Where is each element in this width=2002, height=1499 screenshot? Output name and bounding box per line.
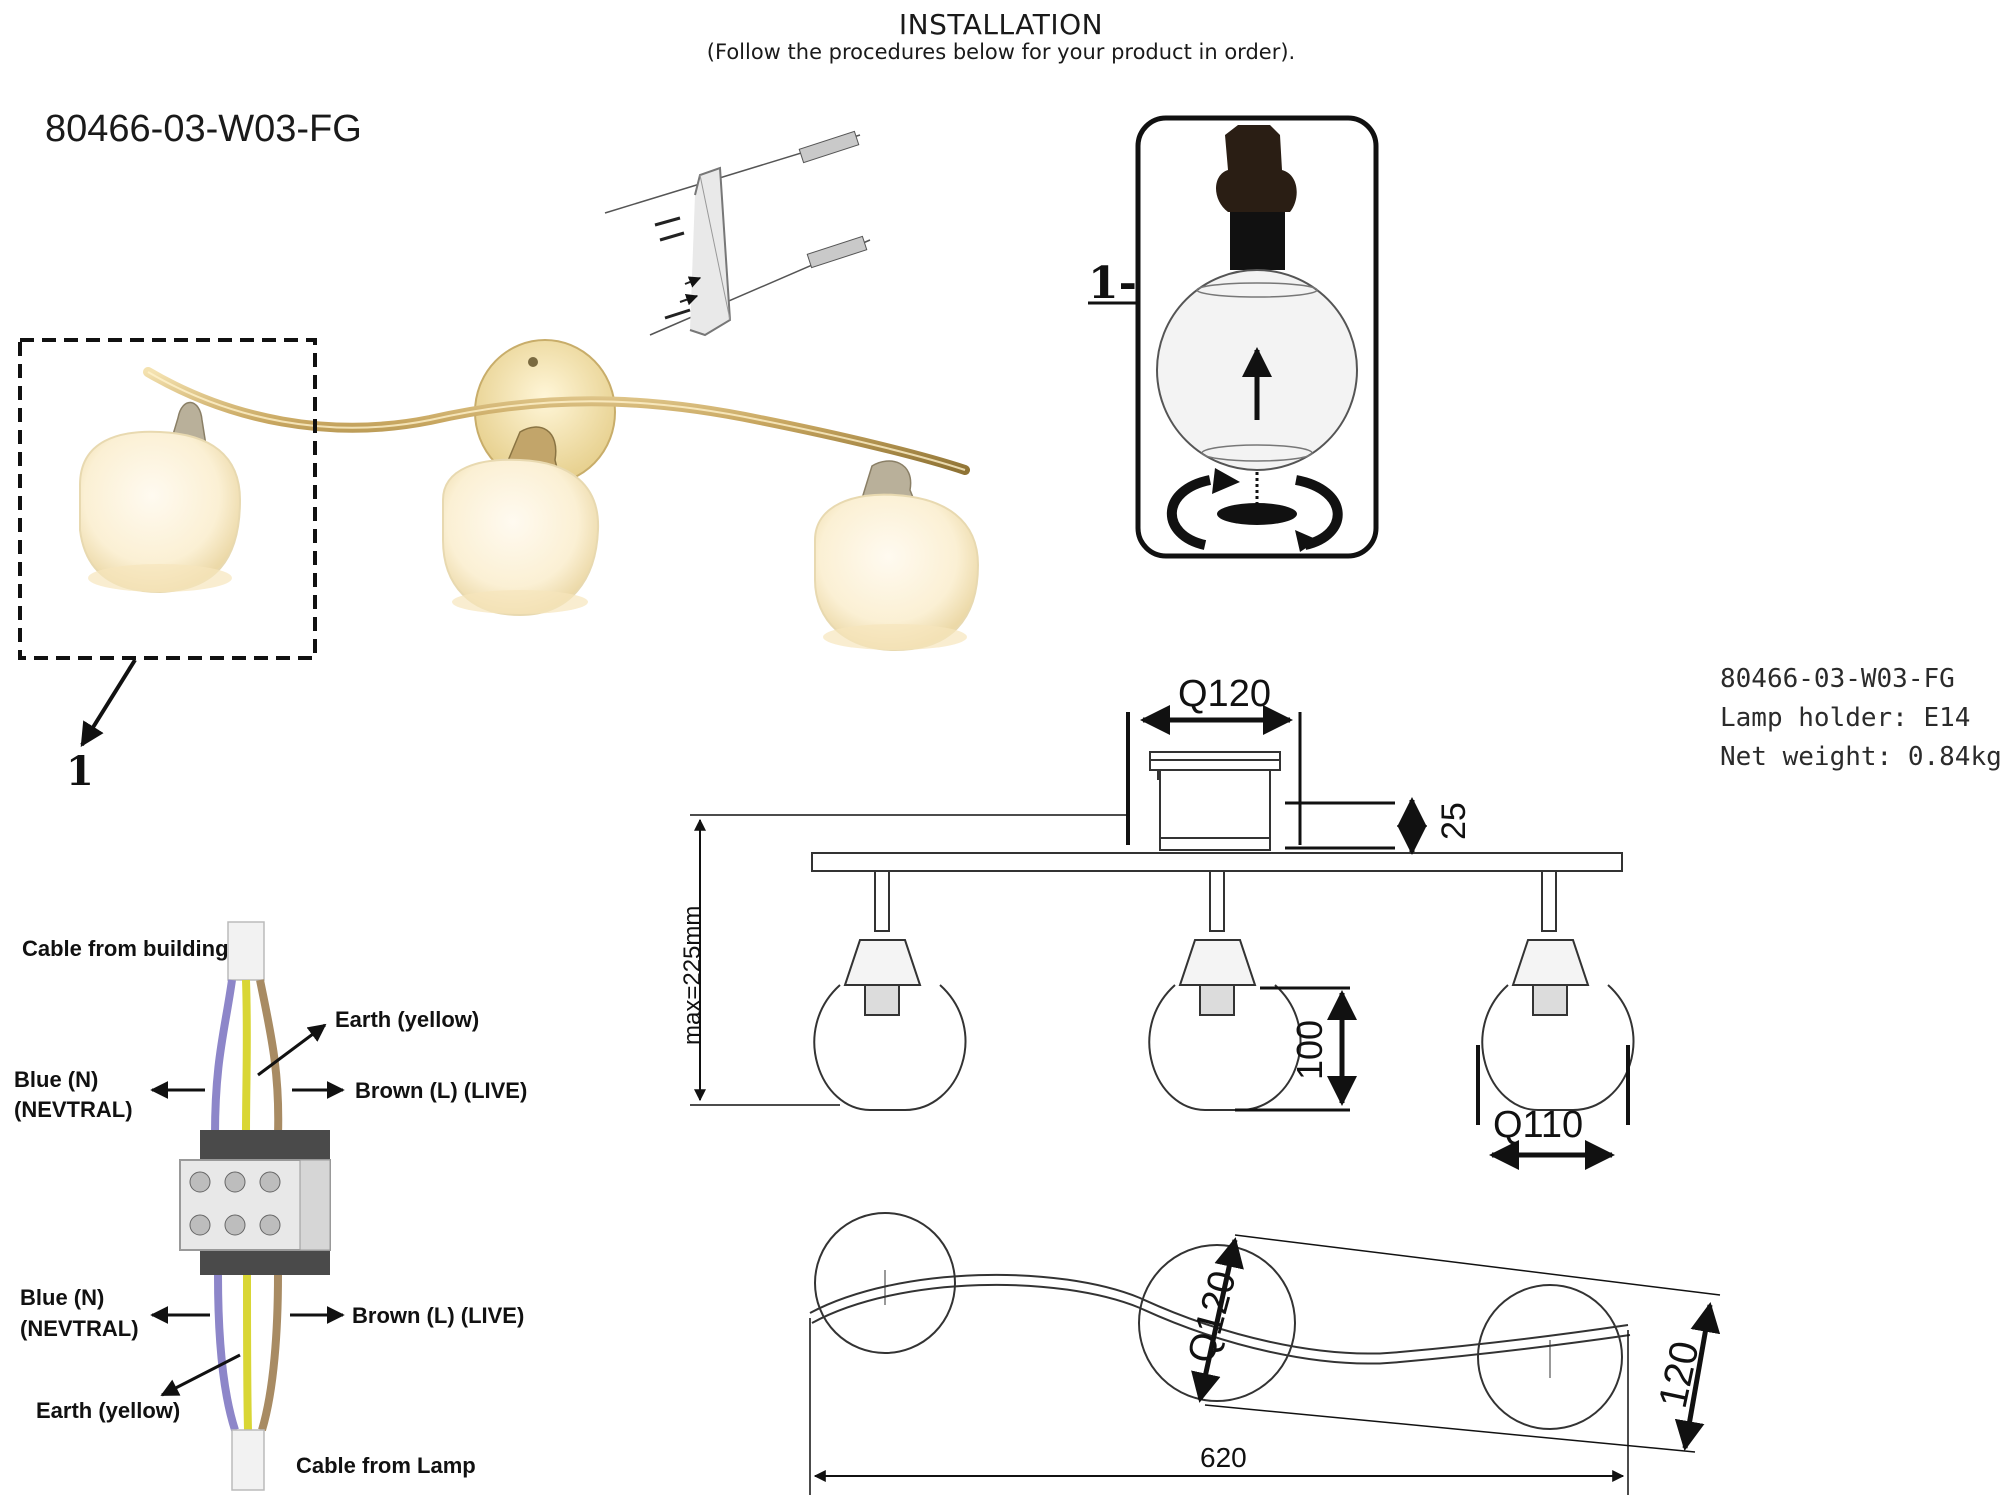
- dim-width: 620: [1200, 1442, 1247, 1473]
- label-brown-top: Brown (L) (LIVE): [355, 1078, 528, 1103]
- label-cable-from-building: Cable from building: [22, 936, 229, 961]
- dim-shade-height: 100: [1289, 1020, 1330, 1080]
- label-earth-top: Earth (yellow): [335, 1007, 480, 1032]
- label-blue-bottom-2: (NEVTRAL): [20, 1316, 139, 1341]
- callout-number-right: 1-: [1088, 258, 1137, 309]
- model-code: 80466-03-W03-FG: [45, 108, 362, 150]
- mounting-bracket-illustration: [604, 130, 871, 337]
- label-earth-bottom: Earth (yellow): [36, 1398, 181, 1423]
- label-blue-top-2: (NEVTRAL): [14, 1097, 133, 1122]
- product-illustration: [79, 339, 980, 652]
- dim-shade-diameter: Q110: [1493, 1104, 1583, 1146]
- label-blue-top-1: Blue (N): [14, 1067, 99, 1092]
- page-title: INSTALLATION: [898, 8, 1104, 41]
- dim-top-canopy-diameter: Q120: [1180, 1267, 1245, 1368]
- dim-depth: 120: [1651, 1337, 1708, 1411]
- shade-callout: [18, 338, 317, 748]
- side-view-drawing: [811, 751, 1635, 1125]
- spec-model: 80466-03-W03-FG: [1720, 664, 1955, 694]
- top-view-dimensions: [809, 1234, 1721, 1495]
- spec-lamp-holder: Lamp holder: E14: [1720, 703, 1971, 733]
- label-cable-from-lamp: Cable from Lamp: [296, 1453, 476, 1478]
- side-view-dimensions: [690, 705, 1615, 1170]
- label-brown-bottom: Brown (L) (LIVE): [352, 1303, 525, 1328]
- dim-canopy-diameter: Q120: [1178, 673, 1271, 715]
- page-subtitle: (Follow the procedures below for your pr…: [706, 40, 1296, 64]
- callout-number-left: 1: [66, 748, 94, 795]
- dim-max-height: max=225mm: [679, 906, 706, 1045]
- wiring-diagram: [150, 921, 345, 1491]
- spec-net-weight: Net weight: 0.84kg: [1720, 742, 2002, 772]
- bulb-install-step: [1135, 115, 1379, 559]
- dim-canopy-height: 25: [1435, 802, 1473, 840]
- label-blue-bottom-1: Blue (N): [20, 1285, 105, 1310]
